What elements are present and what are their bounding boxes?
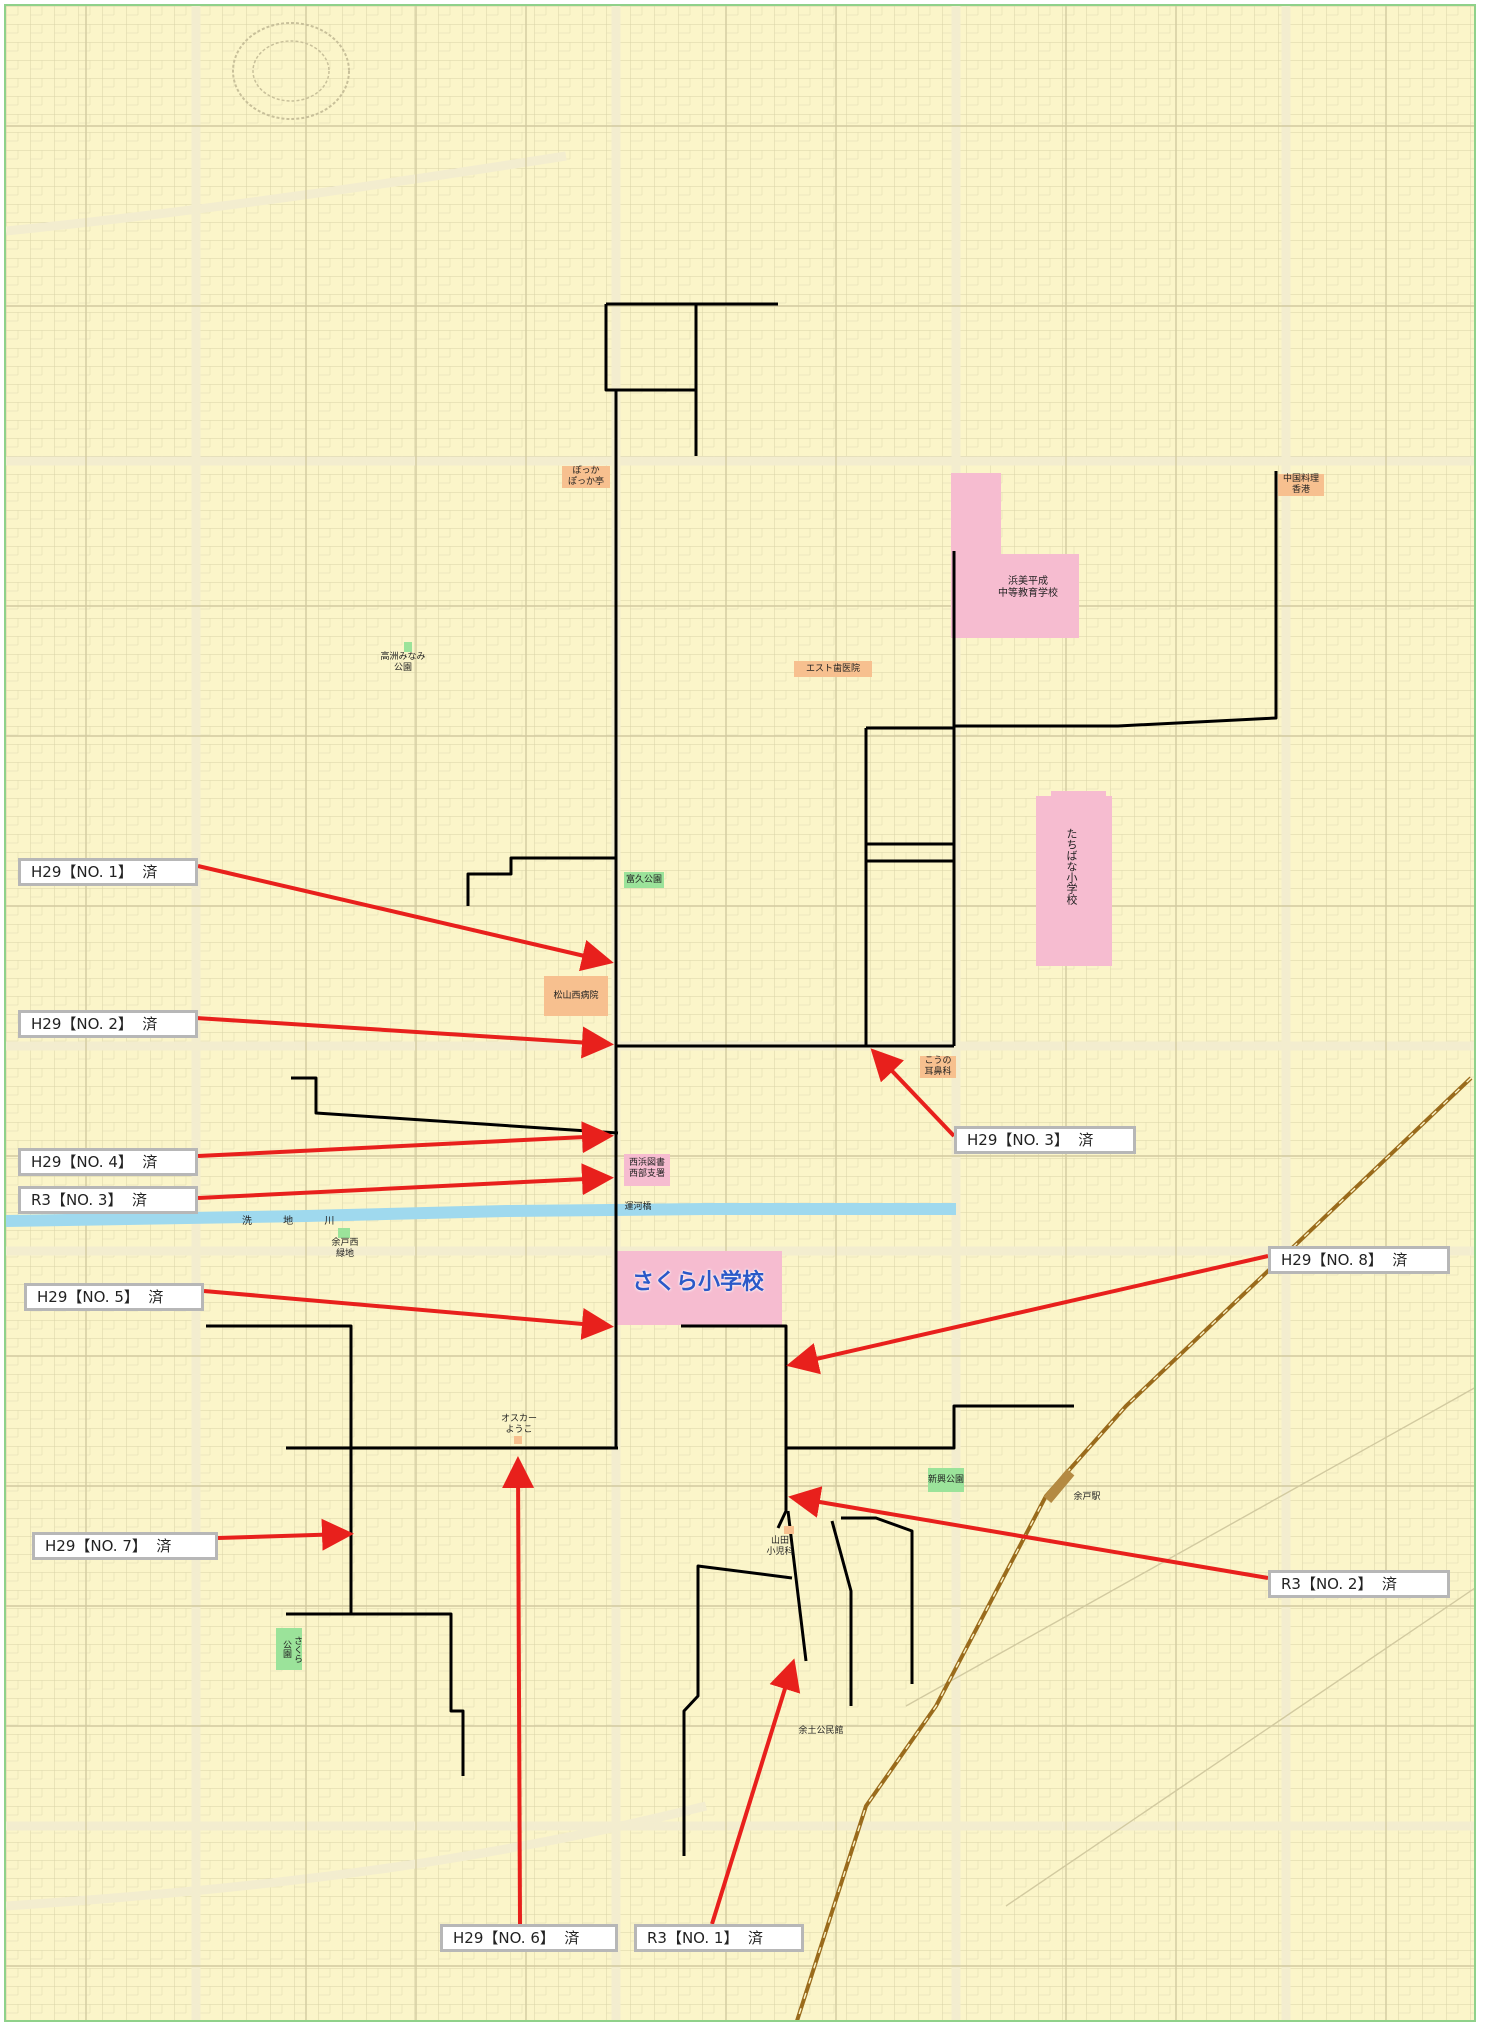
- railway: [795, 1076, 1473, 2020]
- callout-h29-no5[interactable]: H29【NO. 5】 済: [24, 1283, 204, 1311]
- sakura-school-block: [616, 1251, 782, 1325]
- river-label: 洗 地 川: [242, 1216, 349, 1227]
- hamami-school-block: [951, 554, 1079, 638]
- nishi-library: 西浜図書 西部支署: [624, 1154, 670, 1186]
- station-building: [1043, 1468, 1075, 1504]
- arrow-h29-no6: [502, 1456, 535, 1925]
- bridge-label: 運河橋: [624, 1202, 652, 1212]
- callout-h29-no3[interactable]: H29【NO. 3】 済: [954, 1126, 1136, 1154]
- shinko-park: 新興公園: [928, 1468, 964, 1492]
- takasu-park: 高洲みなみ 公園: [380, 652, 426, 673]
- kono-clinic: こうの 耳鼻科: [920, 1056, 956, 1078]
- arrow-h29-no5: [203, 1289, 614, 1340]
- yodo-green-marker: [338, 1228, 350, 1238]
- callout-h29-no8[interactable]: H29【NO. 8】 済: [1268, 1246, 1450, 1274]
- pokka-restaurant: ぽっか ぽっか亭: [562, 466, 610, 488]
- yamada-clinic: 山田 小児科: [766, 1536, 794, 1557]
- callout-h29-no7[interactable]: H29【NO. 7】 済: [32, 1532, 218, 1560]
- arrow-h29-no3: [870, 1048, 956, 1138]
- arrow-h29-no7: [217, 1518, 354, 1551]
- tomiku-park: 富久公園: [624, 872, 664, 888]
- arrow-h29-no4: [197, 1121, 614, 1158]
- street-map[interactable]: [6, 6, 1476, 2022]
- callout-h29-no2[interactable]: H29【NO. 2】 済: [18, 1010, 198, 1038]
- hill: [232, 22, 350, 120]
- oscar: オスカー ようこ: [500, 1414, 537, 1435]
- esto-dental: エスト歯医院: [794, 661, 872, 677]
- arrow-h29-no1: [197, 864, 614, 972]
- arrow-r3-no1: [710, 1658, 801, 1925]
- tachibana-school-block: [1036, 796, 1112, 966]
- chinese-restaurant: 中国料理 香港: [1278, 474, 1324, 496]
- hamami-school-label: 浜美平成 中等教育学校: [998, 576, 1058, 599]
- sakura-park: さくら 公園: [276, 1628, 302, 1670]
- arrow-r3-no2: [788, 1486, 1269, 1580]
- oscar-marker: [514, 1436, 522, 1444]
- callout-arrows: [195, 864, 1269, 1925]
- arrow-r3-no3: [197, 1163, 614, 1200]
- tachibana-school-label: たちばな小学校: [1065, 828, 1078, 905]
- arrow-h29-no8: [786, 1254, 1269, 1375]
- tachibana-school-top: [1051, 791, 1106, 811]
- matsuyama-hospital: 松山西病院: [544, 976, 608, 1016]
- sakura-school-label: さくら小学校: [632, 1270, 765, 1295]
- river: [6, 1203, 956, 1227]
- yamada-clinic-marker: [784, 1526, 794, 1534]
- callout-r3-no2[interactable]: R3【NO. 2】 済: [1268, 1570, 1450, 1598]
- callout-h29-no4[interactable]: H29【NO. 4】 済: [18, 1148, 198, 1176]
- callout-r3-no1[interactable]: R3【NO. 1】 済: [634, 1924, 804, 1952]
- hamami-school-area: [951, 473, 1001, 555]
- yodo-green: 余戸西 緑地: [331, 1238, 359, 1259]
- hill-inner: [252, 40, 330, 102]
- callout-h29-no1[interactable]: H29【NO. 1】 済: [18, 858, 198, 886]
- community-hall: 余土公民館: [798, 1726, 844, 1736]
- takasu-park-marker: [404, 642, 412, 652]
- yodo-station: 余戸駅: [1073, 1492, 1101, 1502]
- callout-r3-no3[interactable]: R3【NO. 3】 済: [18, 1186, 198, 1214]
- arrow-h29-no2: [195, 1016, 614, 1059]
- survey-routes: [206, 302, 1278, 1856]
- callout-h29-no6[interactable]: H29【NO. 6】 済: [440, 1924, 618, 1952]
- map-frame: ぽっか ぽっか亭 中国料理 香港 浜美平成 中等教育学校 高洲みなみ 公園 エス…: [4, 4, 1476, 2022]
- map-base: [6, 6, 1474, 2020]
